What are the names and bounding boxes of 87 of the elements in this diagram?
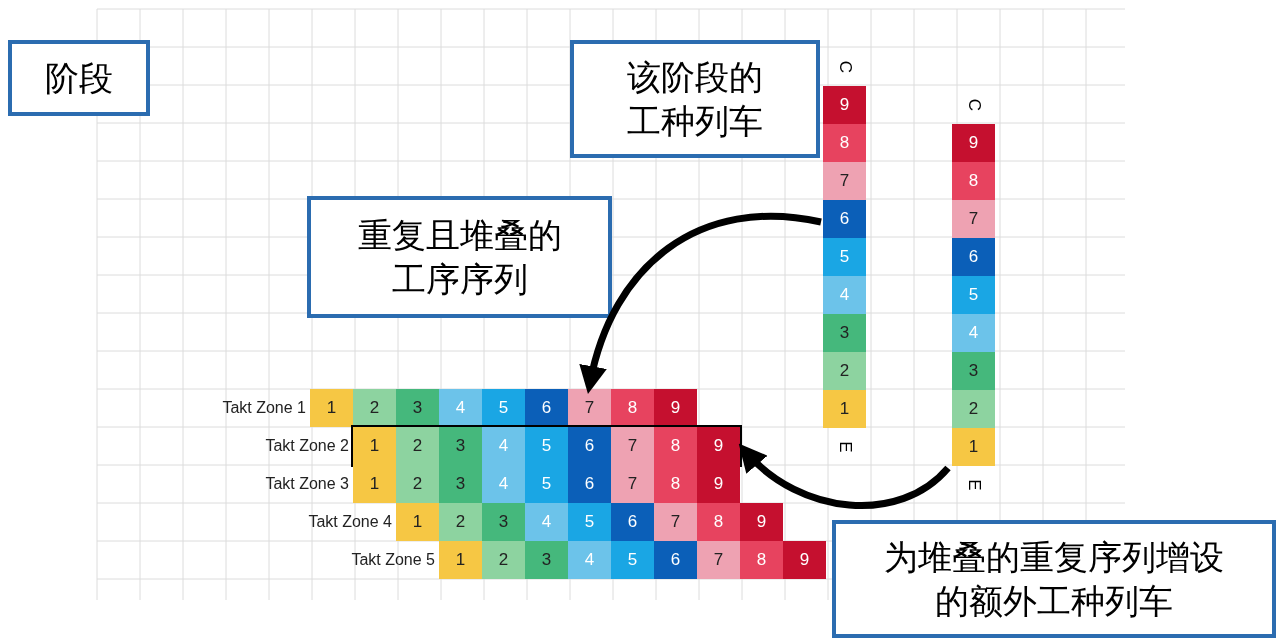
label-box [832, 520, 1276, 638]
end-marker: C [834, 59, 856, 76]
step-cell: 1 [353, 427, 396, 465]
step-cell: 2 [396, 427, 439, 465]
step-cell: 6 [823, 200, 866, 238]
step-cell: 6 [952, 238, 995, 276]
sequence-row [439, 541, 826, 579]
step-cell: 8 [697, 503, 740, 541]
step-cell: 7 [654, 503, 697, 541]
step-cell: 5 [482, 389, 525, 427]
step-cell: 2 [952, 390, 995, 428]
step-cell: 1 [952, 428, 995, 466]
step-cell: 2 [396, 465, 439, 503]
step-cell: 2 [482, 541, 525, 579]
step-cell: 5 [525, 465, 568, 503]
box-text: 重复且堆叠的工序序列 [356, 214, 563, 300]
sequence-row [396, 503, 783, 541]
step-cell: 5 [525, 427, 568, 465]
step-cell: 2 [353, 389, 396, 427]
sequence-row [353, 465, 740, 503]
step-cell: 3 [482, 503, 525, 541]
zone-label: Takt Zone 4 [307, 512, 392, 532]
step-cell: 8 [740, 541, 783, 579]
zone-label: Takt Zone 2 [264, 436, 349, 456]
sequence-row [310, 389, 697, 427]
step-cell: 4 [568, 541, 611, 579]
step-cell: 7 [823, 162, 866, 200]
step-cell: 3 [952, 352, 995, 390]
step-cell: 6 [525, 389, 568, 427]
step-cell: 6 [611, 503, 654, 541]
step-cell: 4 [952, 314, 995, 352]
step-cell: 4 [482, 427, 525, 465]
step-cell: 8 [654, 427, 697, 465]
step-cell: 7 [952, 200, 995, 238]
step-cell: 9 [654, 389, 697, 427]
step-cell: 3 [439, 427, 482, 465]
step-cell: 9 [697, 427, 740, 465]
end-marker: E [963, 478, 985, 493]
step-cell: 5 [952, 276, 995, 314]
step-cell: 1 [353, 465, 396, 503]
step-cell: 2 [823, 352, 866, 390]
label-box [8, 40, 150, 116]
step-cell: 8 [823, 124, 866, 162]
step-cell: 3 [439, 465, 482, 503]
step-cell: 5 [611, 541, 654, 579]
step-cell: 1 [310, 389, 353, 427]
step-cell: 7 [611, 427, 654, 465]
step-cell: 9 [823, 86, 866, 124]
box-text: 该阶段的工种列车 [626, 56, 764, 142]
step-cell: 9 [783, 541, 826, 579]
step-cell: 3 [396, 389, 439, 427]
step-cell: 5 [568, 503, 611, 541]
step-cell: 1 [396, 503, 439, 541]
step-cell: 1 [439, 541, 482, 579]
step-cell: 3 [525, 541, 568, 579]
step-cell: 6 [568, 465, 611, 503]
step-cell: 7 [697, 541, 740, 579]
curved-arrow [738, 444, 951, 509]
step-cell: 8 [654, 465, 697, 503]
step-cell: 5 [823, 238, 866, 276]
step-cell: 9 [697, 465, 740, 503]
curved-arrow [580, 212, 822, 394]
end-marker: C [963, 97, 985, 114]
step-cell: 7 [611, 465, 654, 503]
step-cell: 2 [439, 503, 482, 541]
step-cell: 4 [439, 389, 482, 427]
step-cell: 9 [952, 124, 995, 162]
step-cell: 6 [568, 427, 611, 465]
zone-label: Takt Zone 5 [350, 550, 435, 570]
step-cell: 3 [823, 314, 866, 352]
label-box [307, 196, 612, 318]
step-cell: 6 [654, 541, 697, 579]
step-cell: 4 [823, 276, 866, 314]
end-marker: E [834, 440, 856, 455]
step-cell: 1 [823, 390, 866, 428]
step-cell: 4 [482, 465, 525, 503]
zone-label: Takt Zone 1 [221, 398, 306, 418]
step-cell: 4 [525, 503, 568, 541]
label-box [570, 40, 820, 158]
zone-label: Takt Zone 3 [264, 474, 349, 494]
step-cell: 7 [568, 389, 611, 427]
step-cell: 8 [952, 162, 995, 200]
box-text: 为堆叠的重复序列增设的额外工种列车 [883, 536, 1225, 622]
step-cell: 8 [611, 389, 654, 427]
outlined-sequence-row [353, 427, 740, 465]
step-cell: 9 [740, 503, 783, 541]
box-text: 阶段 [45, 57, 113, 99]
